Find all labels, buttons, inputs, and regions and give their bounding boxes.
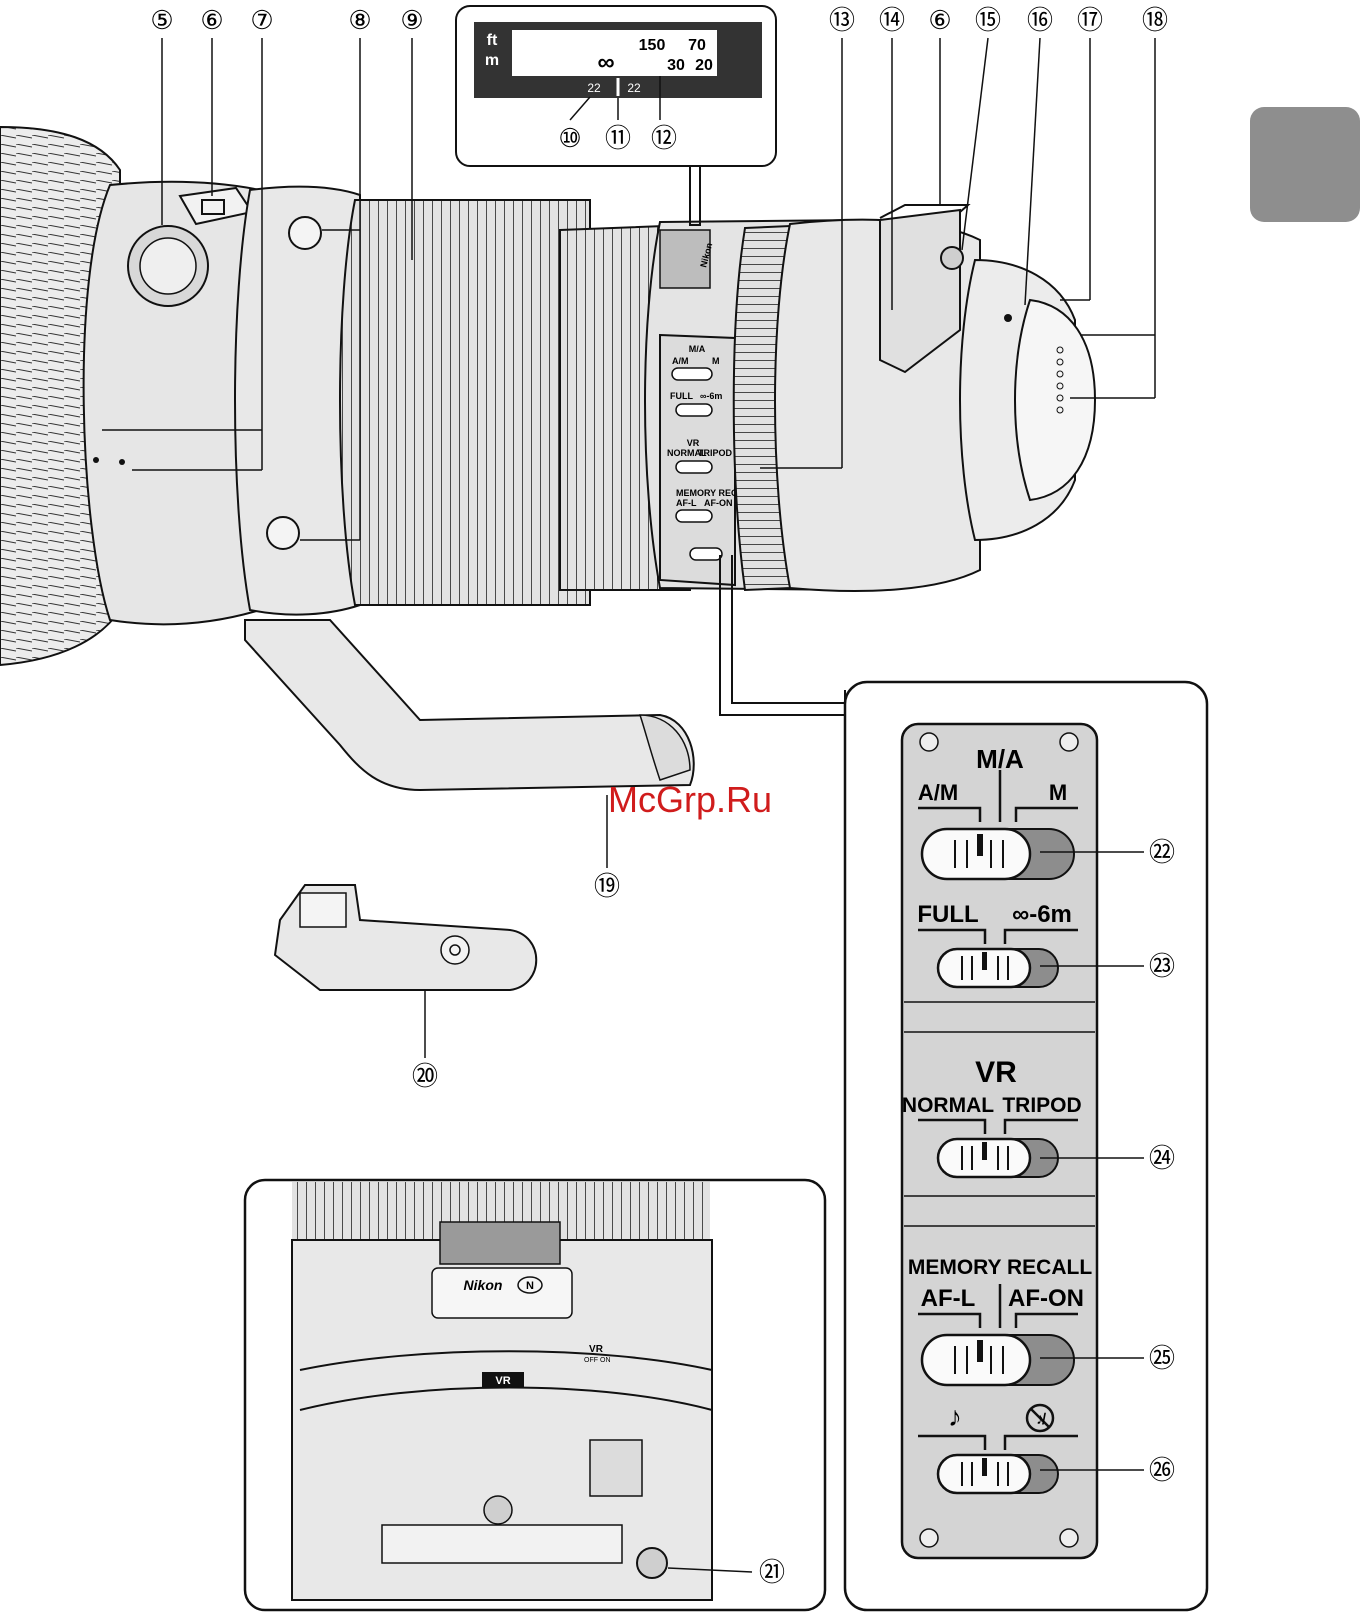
- callout-19: ⑲: [594, 871, 620, 901]
- tripod-foot: [245, 620, 694, 790]
- svg-text:TRIPOD: TRIPOD: [698, 448, 733, 458]
- svg-text:Nikon: Nikon: [464, 1277, 503, 1293]
- callout-26: ㉖: [1149, 1455, 1175, 1485]
- focus-ring: [340, 200, 590, 605]
- svg-text:FULL: FULL: [670, 391, 693, 401]
- callout-21: ㉑: [759, 1557, 785, 1587]
- svg-text:VR: VR: [495, 1375, 510, 1387]
- callout-17: ⑰: [1077, 5, 1103, 35]
- svg-text:22: 22: [627, 81, 641, 95]
- svg-text:∞-6m: ∞-6m: [700, 391, 722, 401]
- focus-mode-switch[interactable]: [922, 829, 1074, 879]
- svg-text:m: m: [485, 52, 499, 69]
- hood-lock-knob: [128, 226, 208, 306]
- focus-mode-m-label: M: [1049, 780, 1067, 805]
- filter-lock-knob: [941, 247, 963, 269]
- callout-25: ㉕: [1149, 1343, 1175, 1373]
- callout-22: ㉒: [1149, 837, 1175, 867]
- svg-text:∞: ∞: [597, 49, 614, 76]
- svg-text:N: N: [526, 1280, 534, 1292]
- watermark: McGrp.Ru: [608, 779, 772, 820]
- svg-text:ON: ON: [600, 1357, 611, 1364]
- svg-text:A/M: A/M: [672, 356, 689, 366]
- callout-16: ⑯: [1027, 5, 1053, 35]
- svg-text:M: M: [712, 356, 720, 366]
- collar-screw-bottom: [267, 517, 299, 549]
- callout-13: ⑬: [829, 5, 855, 35]
- svg-text:ft: ft: [487, 32, 498, 49]
- limit-full-label: FULL: [917, 901, 978, 928]
- focus-mode-ma-label: M/A: [976, 744, 1024, 774]
- mount-index: [1004, 314, 1012, 322]
- sound-on-label: ♪: [948, 1401, 962, 1432]
- svg-text:20: 20: [695, 57, 713, 74]
- svg-text:AF-L: AF-L: [676, 498, 697, 508]
- vr-tripod-label: TRIPOD: [1002, 1094, 1081, 1117]
- limit-range-label: ∞-6m: [1012, 901, 1072, 928]
- svg-text:22: 22: [587, 81, 601, 95]
- callout-14: ⑭: [879, 5, 905, 35]
- svg-text:30: 30: [667, 57, 685, 74]
- memory-afl-label: AF-L: [921, 1285, 976, 1312]
- callout-5: ⑤: [150, 5, 173, 35]
- memory-recall-switch[interactable]: [922, 1335, 1074, 1385]
- callout-6b: ⑥: [928, 5, 951, 35]
- collar-screw-top: [289, 217, 321, 249]
- callout-7: ⑦: [250, 5, 273, 35]
- callout-6: ⑥: [200, 5, 223, 35]
- memory-recall-title: MEMORY RECALL: [908, 1256, 1093, 1279]
- callout-12: ⑫: [651, 123, 677, 153]
- callout-11: ⑪: [605, 123, 631, 153]
- callout-8: ⑧: [348, 5, 371, 35]
- section-tab: [1250, 107, 1360, 222]
- sound-switch[interactable]: [938, 1455, 1058, 1493]
- callout-20: ⑳: [412, 1061, 438, 1091]
- callout-18: ⑱: [1142, 5, 1168, 35]
- svg-text:70: 70: [688, 37, 706, 54]
- callout-15: ⑮: [975, 5, 1001, 35]
- focus-mode-am-label: A/M: [918, 780, 958, 805]
- svg-text:OFF: OFF: [584, 1357, 598, 1364]
- focus-limit-switch[interactable]: [938, 949, 1058, 987]
- svg-text:M/A: M/A: [689, 344, 706, 354]
- memory-afon-label: AF-ON: [1008, 1285, 1084, 1312]
- callout-9: ⑨: [400, 5, 423, 35]
- vr-title-label: VR: [975, 1056, 1017, 1089]
- svg-text:150: 150: [639, 37, 666, 54]
- callout-24: ㉔: [1149, 1143, 1175, 1173]
- svg-text:VR: VR: [687, 438, 700, 448]
- vr-normal-label: NORMAL: [902, 1094, 994, 1117]
- focus-preset-button[interactable]: [637, 1548, 667, 1578]
- callout-10: ⑩: [558, 123, 581, 153]
- svg-text:AF-ON: AF-ON: [704, 498, 733, 508]
- callout-23: ㉓: [1149, 951, 1175, 981]
